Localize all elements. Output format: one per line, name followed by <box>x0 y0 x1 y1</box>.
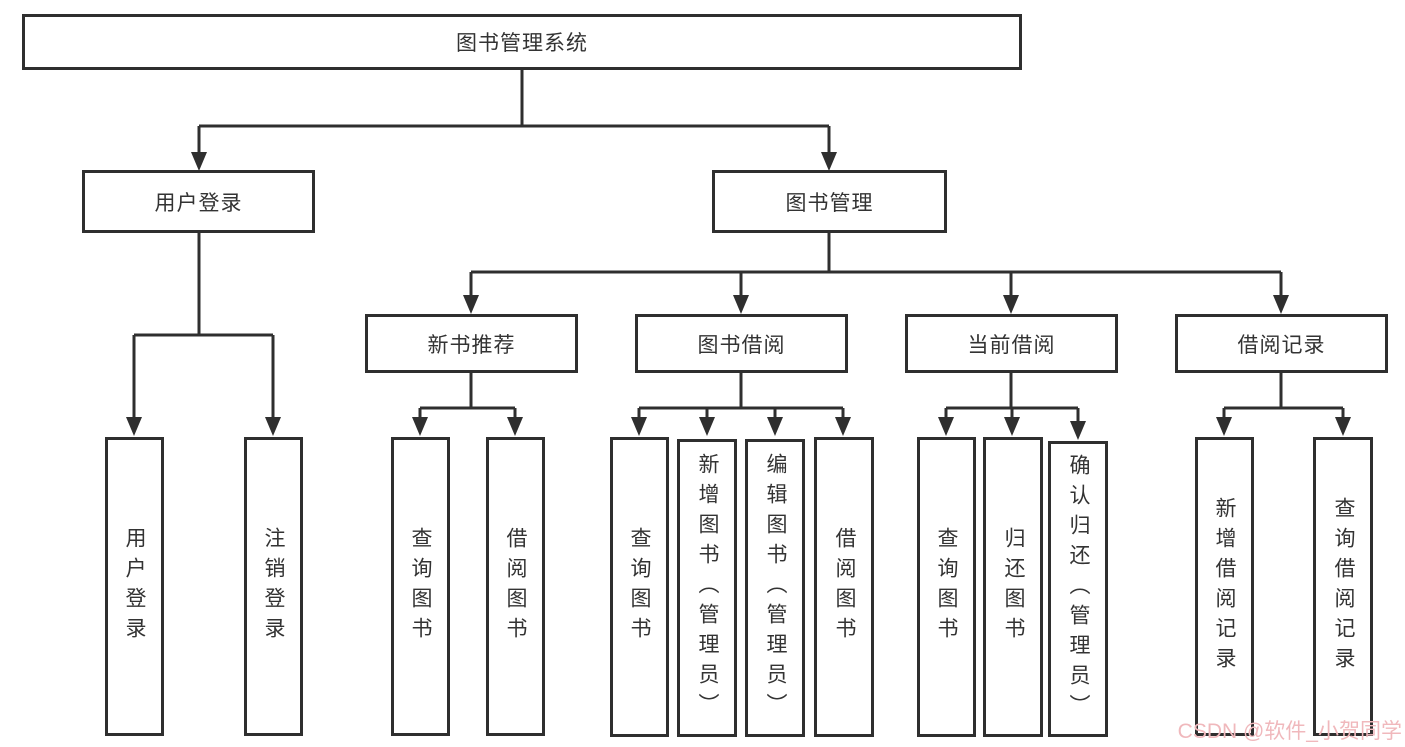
watermark: CSDN @软件_小贺同学 <box>1177 720 1402 743</box>
node-book-management: 图书管理 <box>712 170 947 233</box>
node-user-login: 用户登录 <box>82 170 315 233</box>
connector-new-book-branch <box>418 373 517 422</box>
node-query-borrow-record: 查询借阅记录 <box>1313 437 1373 736</box>
arrowhead <box>1216 417 1232 436</box>
node-return-books: 归还图书 <box>983 437 1043 737</box>
arrowhead <box>733 295 749 314</box>
node-query-books-recommend: 查询图书 <box>391 437 450 736</box>
arrowhead <box>126 417 142 436</box>
node-borrow-books-leaf: 借阅图书 <box>814 437 874 737</box>
arrowhead <box>1070 421 1086 440</box>
node-query-books-borrowing: 查询图书 <box>610 437 669 737</box>
connector-borrow-records-branch <box>1222 373 1345 422</box>
arrowhead <box>1335 417 1351 436</box>
node-current-borrowing: 当前借阅 <box>905 314 1118 373</box>
connector-arrowheads <box>126 152 1351 440</box>
arrowhead <box>1273 295 1289 314</box>
node-book-borrowing: 图书借阅 <box>635 314 848 373</box>
arrowhead <box>767 417 783 436</box>
node-book-management-system: 图书管理系统 <box>22 14 1022 70</box>
arrowhead <box>699 417 715 436</box>
node-edit-book-admin: 编辑图书（管理员） <box>745 439 805 737</box>
node-confirm-return-admin: 确认归还（管理员） <box>1048 441 1108 737</box>
node-borrowing-records: 借阅记录 <box>1175 314 1388 373</box>
node-add-borrow-record: 新增借阅记录 <box>1195 437 1254 736</box>
arrowhead <box>265 417 281 436</box>
connector-user-login-branch <box>132 233 275 421</box>
node-query-books-current: 查询图书 <box>917 437 976 737</box>
arrowhead <box>463 295 479 314</box>
node-logout-leaf: 注销登录 <box>244 437 303 736</box>
arrowhead <box>1004 417 1020 436</box>
node-add-book-admin: 新增图书（管理员） <box>677 439 737 737</box>
connector-book-borrow-branch <box>637 373 845 422</box>
node-borrow-books-recommend: 借阅图书 <box>486 437 545 736</box>
arrowhead <box>938 417 954 436</box>
connector-current-borrow-branch <box>944 373 1080 424</box>
connector-tree-lines <box>132 70 1345 424</box>
arrowhead <box>507 417 523 436</box>
node-user-login-leaf: 用户登录 <box>105 437 164 736</box>
node-new-book-recommendation: 新书推荐 <box>365 314 578 373</box>
connector-book-management-branch <box>469 233 1283 299</box>
arrowhead <box>835 417 851 436</box>
arrowhead <box>191 152 207 171</box>
connector-root-to-level2 <box>197 70 831 156</box>
arrowhead <box>821 152 837 171</box>
arrowhead <box>631 417 647 436</box>
arrowhead <box>1003 295 1019 314</box>
arrowhead <box>412 417 428 436</box>
